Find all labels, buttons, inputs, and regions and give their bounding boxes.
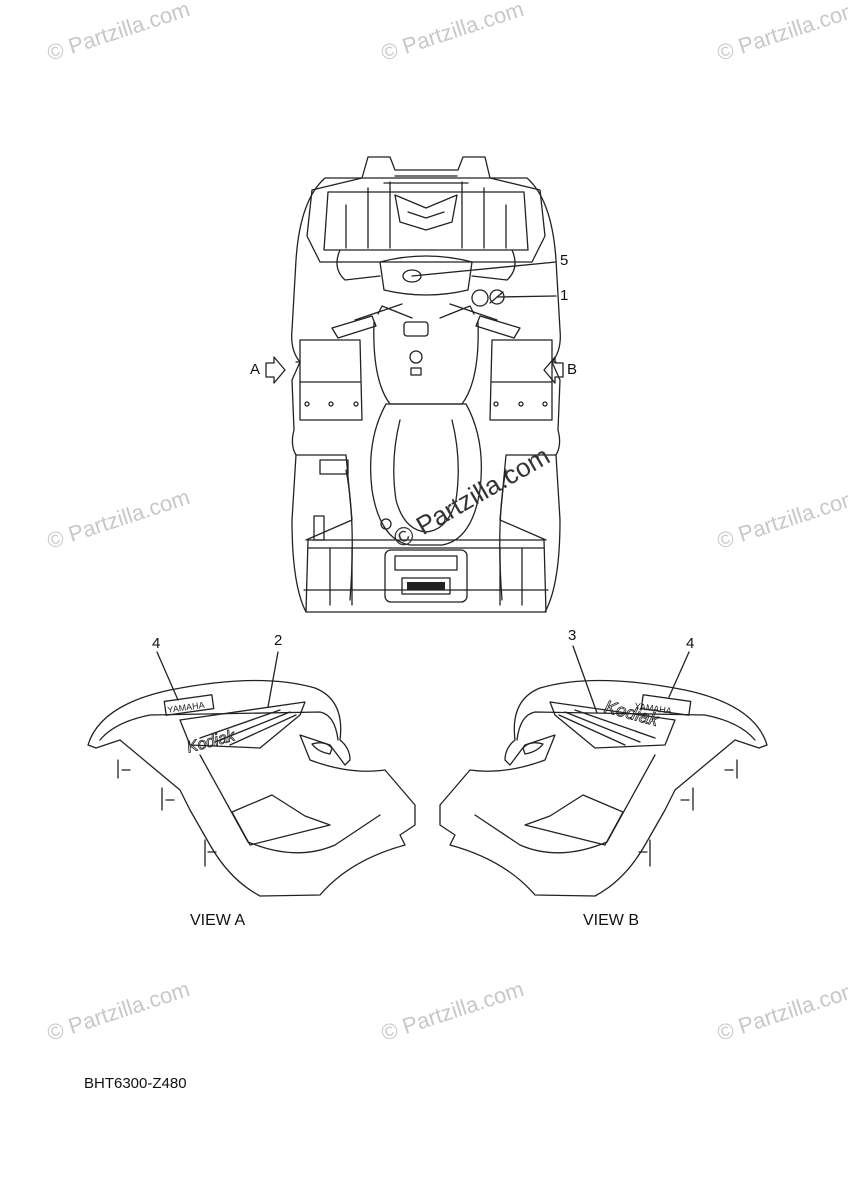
callout-2: 2: [274, 632, 283, 649]
leader-1: [496, 295, 557, 298]
side-panel-view-a: YAMAHA Kodiak: [87, 679, 416, 897]
decals-view-b-text: YAMAHA Kodiak: [602, 696, 672, 731]
callout-4-left: 4: [152, 635, 161, 652]
arrow-label-a: A: [250, 361, 261, 378]
atv-top-view: [291, 156, 561, 613]
view-arrow-a: [265, 356, 286, 384]
document-code: BHT6300-Z480: [84, 1075, 187, 1092]
callout-4-right: 4: [686, 635, 695, 652]
callout-5: 5: [560, 252, 569, 269]
arrow-label-b: B: [567, 361, 578, 378]
leader-4-right: [668, 651, 690, 698]
callout-3: 3: [568, 627, 577, 644]
kodiak-decal-right: Kodiak: [602, 696, 661, 730]
view-b-label: VIEW B: [583, 912, 640, 929]
leader-3: [572, 645, 598, 714]
view-arrow-b: [543, 356, 564, 384]
leader-4-left: [156, 651, 179, 701]
leader-5: [411, 261, 557, 277]
side-panel-view-b: [439, 679, 768, 897]
view-a-label: VIEW A: [190, 912, 246, 929]
callout-1: 1: [560, 287, 569, 304]
leader-2: [267, 651, 279, 708]
kodiak-decal-left: Kodiak: [185, 727, 238, 756]
